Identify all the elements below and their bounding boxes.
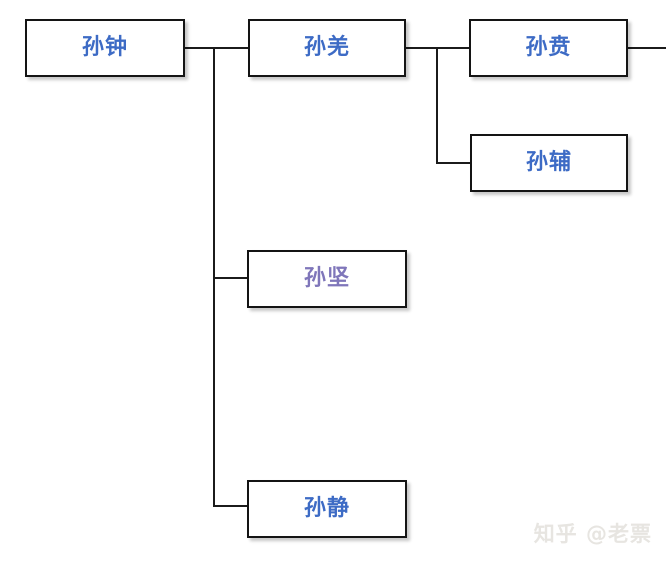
tree-node-sun-qiang: 孙羌 (248, 19, 406, 77)
tree-node-sun-fu: 孙辅 (470, 134, 628, 192)
tree-node-label: 孙静 (303, 496, 350, 521)
tree-node-label: 孙钟 (81, 35, 128, 60)
connector-sunqiang-sub-trunk (436, 47, 438, 164)
tree-node-label: 孙坚 (303, 266, 350, 291)
tree-node-sun-zhong: 孙钟 (25, 19, 185, 77)
tree-node-label: 孙贲 (525, 35, 572, 60)
tree-node-sun-jian: 孙坚 (247, 250, 407, 308)
zhihu-watermark: 知乎 @老票 (533, 522, 652, 546)
connector-branch-sunjing (213, 505, 247, 507)
tree-node-sun-jing: 孙静 (247, 480, 407, 538)
tree-node-sun-ben: 孙贲 (469, 19, 628, 77)
connector-branch-sunjian (213, 277, 247, 279)
connector-branch-sunfu (436, 162, 470, 164)
connector-sunzhong-to-trunk (185, 47, 248, 49)
connector-sunben-offscreen (628, 47, 666, 49)
tree-node-label: 孙羌 (303, 35, 350, 60)
tree-node-label: 孙辅 (525, 150, 572, 175)
